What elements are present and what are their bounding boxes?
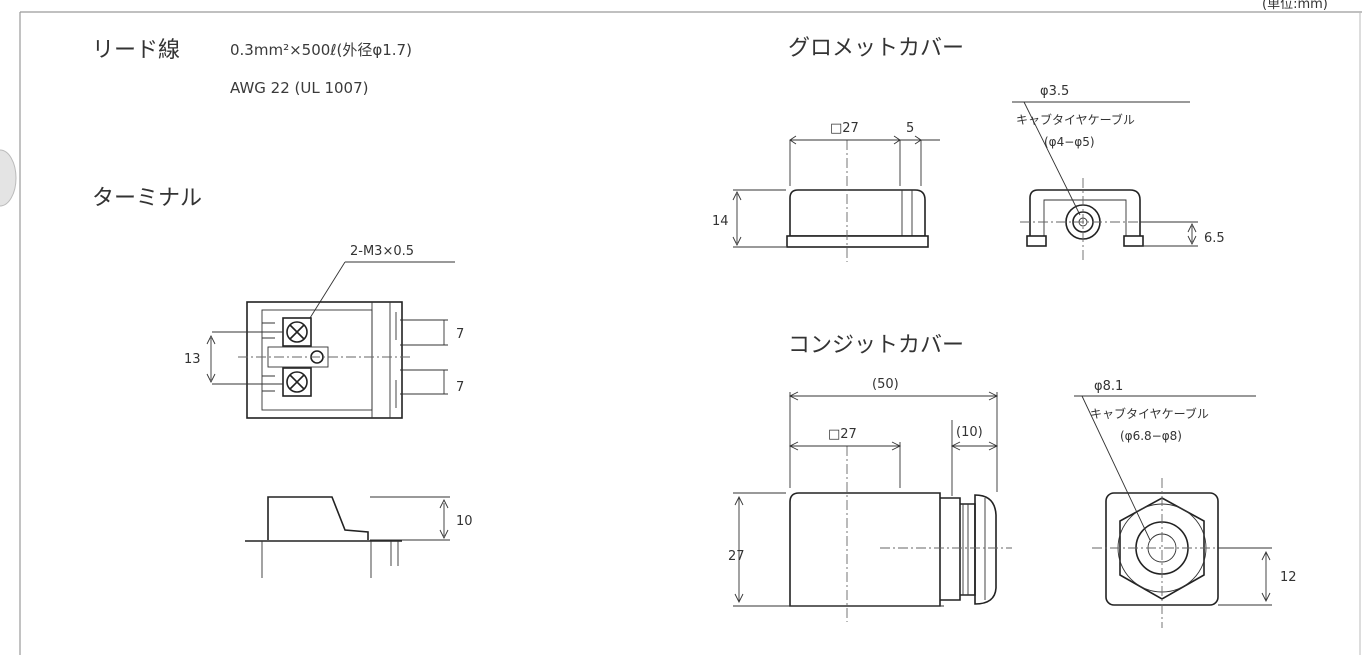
terminal-top-view [238, 301, 410, 419]
conduit-cover-title: コンジットカバー [788, 333, 964, 358]
terminal-dim-upper: 7 [456, 327, 464, 342]
grommet-cable-range: (φ4−φ5) [1044, 135, 1095, 149]
conduit-cover-section: コンジットカバー (50) □27 (10) 27 [728, 333, 1297, 628]
header-unit-note: (単位:mm) [1262, 0, 1328, 12]
conduit-dim-height: 27 [728, 549, 745, 564]
conduit-front-view [1092, 478, 1232, 628]
terminal-section: ターミナル 2-M3×0.5 13 7 7 [92, 186, 473, 578]
conduit-side-view [786, 446, 1012, 622]
grommet-dim-height: 14 [712, 214, 729, 229]
terminal-dim-pitch: 13 [184, 352, 201, 367]
lead-wire-title: リード線 [92, 38, 180, 63]
grommet-cable-label: キャブタイヤケーブル [1016, 112, 1135, 127]
grommet-dim-lip: 5 [906, 121, 914, 136]
grommet-dim-hole: φ3.5 [1040, 84, 1069, 99]
conduit-dim-square: □27 [828, 427, 857, 442]
conduit-dim-hole: φ8.1 [1094, 379, 1123, 394]
conduit-dim-overall: (50) [872, 377, 899, 392]
lead-wire-section: リード線 0.3mm²×500ℓ(外径φ1.7) AWG 22 (UL 1007… [92, 38, 412, 97]
grommet-side-view [786, 140, 929, 262]
terminal-side-view: 10 [245, 496, 473, 578]
grommet-front-view [1020, 178, 1150, 262]
terminal-dim-lower: 7 [456, 380, 464, 395]
grommet-cover-section: グロメットカバー □27 5 14 φ3.5 キャブタイヤケーブル [712, 36, 1225, 262]
conduit-cable-label: キャブタイヤケーブル [1090, 406, 1209, 421]
terminal-dim-height: 10 [456, 514, 473, 529]
conduit-cable-range: (φ6.8−φ8) [1120, 429, 1182, 443]
lead-wire-spec-line1: 0.3mm²×500ℓ(外径φ1.7) [230, 41, 412, 59]
grommet-dim-square: □27 [830, 121, 859, 136]
lead-wire-spec-line2: AWG 22 (UL 1007) [230, 79, 369, 97]
grommet-dim-center: 6.5 [1204, 231, 1225, 246]
conduit-dim-fitting: (10) [956, 425, 983, 440]
conduit-dim-center: 12 [1280, 570, 1297, 585]
terminal-title: ターミナル [92, 186, 202, 211]
terminal-screw-label: 2-M3×0.5 [350, 244, 414, 259]
grommet-cover-title: グロメットカバー [788, 36, 964, 61]
